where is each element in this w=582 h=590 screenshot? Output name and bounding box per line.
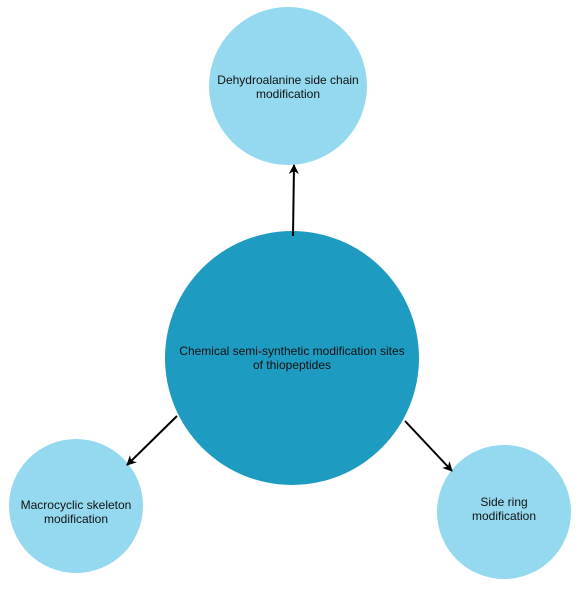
node-bottom-left-circle bbox=[9, 439, 143, 573]
center-node-label: Chemical semi-synthetic modification sit… bbox=[179, 344, 405, 372]
node-bottom-left-label: Macrocyclic skeleton modification bbox=[20, 498, 132, 526]
node-top-label: Dehydroalanine side chain modification bbox=[217, 73, 359, 101]
center-node-circle bbox=[165, 231, 419, 485]
node-top-circle bbox=[209, 7, 367, 165]
node-bottom-right-circle bbox=[437, 445, 571, 579]
arrow-to-bottom-left bbox=[126, 415, 178, 466]
node-bottom-right-label: Side ring modification bbox=[471, 495, 537, 523]
arrow-to-bottom-right bbox=[404, 420, 453, 472]
arrow-to-top bbox=[288, 164, 299, 237]
